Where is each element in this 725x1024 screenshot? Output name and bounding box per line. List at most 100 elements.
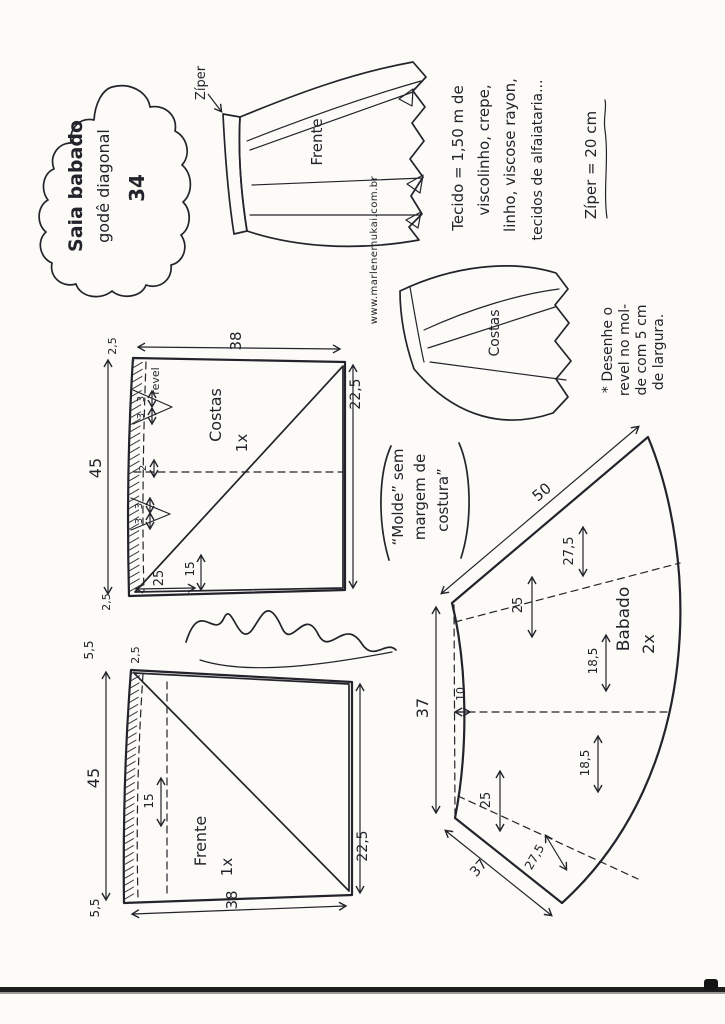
ruffle-seg-e-measure: 25 xyxy=(479,792,494,809)
front-sketch-label: Frente xyxy=(308,118,326,165)
back-top-measure-arrow xyxy=(136,342,342,354)
front-bottom-measure-arrow xyxy=(130,901,348,919)
back-sketch-label: Costas xyxy=(487,310,503,357)
ruffle-seg-f-measure: 27,5 xyxy=(522,842,547,872)
scan-artifacts xyxy=(0,979,725,994)
watermark-url: www.marlenemukai.com.br xyxy=(369,175,380,324)
signature xyxy=(185,610,397,669)
ruffle-inner-measure: 10 xyxy=(454,687,467,701)
cloud-outline xyxy=(38,84,192,298)
back-facing-dashed-line xyxy=(142,361,147,593)
front-bottom-measure: 38 xyxy=(223,890,241,909)
signature-scribble xyxy=(185,610,397,653)
ruffle-upper-radial-dashed xyxy=(454,562,681,623)
back-ruffle-seam xyxy=(423,288,560,331)
back-godet-hatch xyxy=(134,365,344,593)
front-fold-line-1 xyxy=(249,91,414,151)
front-bottom-offset-measure: 5,5 xyxy=(88,898,102,917)
fabric-line-2: viscolinho, crepe, xyxy=(475,84,493,215)
front-pattern-piece: 15 45 38 22,5 5,5 2,5 5,5 Frente 1x xyxy=(82,640,371,919)
front-left-measure: 45 xyxy=(84,768,103,788)
title-line-1: Saia babado xyxy=(65,120,87,252)
back-left-measure: 45 xyxy=(86,458,105,478)
title-size: 34 xyxy=(125,174,149,202)
back-dart2-measure-a: 3 xyxy=(134,503,145,509)
facing-line-2: revel no mol- xyxy=(617,304,633,396)
ruffle-seg-a-measure: 27,5 xyxy=(562,537,577,566)
front-pleat-notch-3 xyxy=(405,211,422,229)
facing-line-3: de com 5 cm xyxy=(634,305,650,396)
front-facing-strip xyxy=(124,671,140,901)
front-skirt-body xyxy=(238,61,427,248)
back-skirt-sketch: Costas xyxy=(399,265,572,421)
back-bottom-offset-measure: 2,5 xyxy=(100,593,113,611)
note-right-bracket xyxy=(458,442,470,559)
front-piece-name: Frente xyxy=(191,816,210,866)
back-skirt-body xyxy=(399,265,572,421)
ruffle-seg-c-measure: 18,5 xyxy=(586,648,600,675)
fabric-zipper-note: Zíper = 20 cm xyxy=(582,111,600,219)
note-line-3: costura” xyxy=(434,468,452,532)
back-right-measure: 22,5 xyxy=(348,378,364,409)
ruffle-chord-measure: 37 xyxy=(413,698,432,718)
scan-bottom-shadow xyxy=(0,992,725,994)
front-top-offset-measure: 5,5 xyxy=(82,640,96,659)
front-godet-hatch xyxy=(133,672,350,892)
front-skirt-sketch: Frente Zíper xyxy=(194,61,427,248)
back-top-measure: 38 xyxy=(227,331,245,350)
scan-bottom-edge xyxy=(0,987,725,992)
ruffle-seg-b-measure: 25 xyxy=(511,597,526,614)
fabric-line-1: Tecido = 1,50 m de xyxy=(449,85,467,231)
back-waistband-line xyxy=(409,286,425,363)
back-fold-line-1 xyxy=(427,306,556,349)
back-hip-measure-arrow xyxy=(134,583,197,594)
back-piece-outline xyxy=(126,356,347,598)
front-ruffle-seam xyxy=(246,80,422,142)
facing-line-4: de largura. xyxy=(651,314,667,390)
title-line-2: godê diagonal xyxy=(94,129,113,243)
ruffle-bottom-edge-arrow xyxy=(444,829,553,917)
back-piece-quantity: 1x xyxy=(233,434,251,453)
back-hip-measure: 25 xyxy=(152,570,167,587)
note-left-bracket xyxy=(380,445,392,561)
ruffle-seg-d-measure: 18,5 xyxy=(578,750,592,777)
ruffle-piece-quantity: 2x xyxy=(639,634,658,654)
ruffle-top-edge-arrow xyxy=(440,425,640,595)
ruffle-piece-outline xyxy=(450,435,682,905)
back-facing-label: revel xyxy=(149,367,162,394)
front-top-offset2-measure: 2,5 xyxy=(129,646,142,664)
back-hem-measure: 15 xyxy=(183,561,197,576)
back-facing-strip xyxy=(129,360,143,594)
front-pleat-notch-1 xyxy=(398,88,414,107)
note-line-1: “Molde” sem xyxy=(389,448,407,545)
ruffle-piece-name: Babado xyxy=(614,587,634,651)
front-fold-line-2 xyxy=(251,177,424,186)
fabric-requirements-note: Tecido = 1,50 m de viscolinho, crepe, li… xyxy=(449,78,608,241)
scan-corner-blob xyxy=(704,979,718,990)
ruffle-chord-dashed xyxy=(453,604,456,816)
front-piece-outline xyxy=(122,668,354,905)
front-skirt-waistband xyxy=(222,113,248,235)
back-top-offset-measure: 2,5 xyxy=(106,337,119,355)
front-facing-dashed-line xyxy=(136,673,144,899)
zipper-note-underline xyxy=(603,99,608,219)
back-gap-measure: 2 xyxy=(138,465,149,471)
zipper-arrow xyxy=(207,93,223,113)
back-piece-name: Costas xyxy=(206,388,225,442)
note-line-2: margem de xyxy=(411,454,429,541)
fabric-line-3: linho, viscose rayon, xyxy=(501,78,519,232)
back-dart1-measure-b: 3 xyxy=(136,413,147,419)
front-right-measure: 22,5 xyxy=(355,830,371,861)
front-pleat-notch-2 xyxy=(406,174,424,194)
back-fold-line-2 xyxy=(429,361,567,381)
back-pattern-piece: revel 3 3 2 3 3 38 22,5 45 25 15 2,5 2,5… xyxy=(86,331,364,610)
front-piece-quantity: 1x xyxy=(218,858,236,877)
zipper-label: Zíper xyxy=(194,65,209,100)
front-mid-measure: 15 xyxy=(142,793,156,808)
seam-allowance-note: “Molde” sem margem de costura” xyxy=(380,442,470,561)
signature-underline xyxy=(199,651,393,669)
back-dart2-measure-b: 3 xyxy=(134,518,145,524)
fabric-line-4: tecidos de alfaiataria... xyxy=(530,80,546,241)
